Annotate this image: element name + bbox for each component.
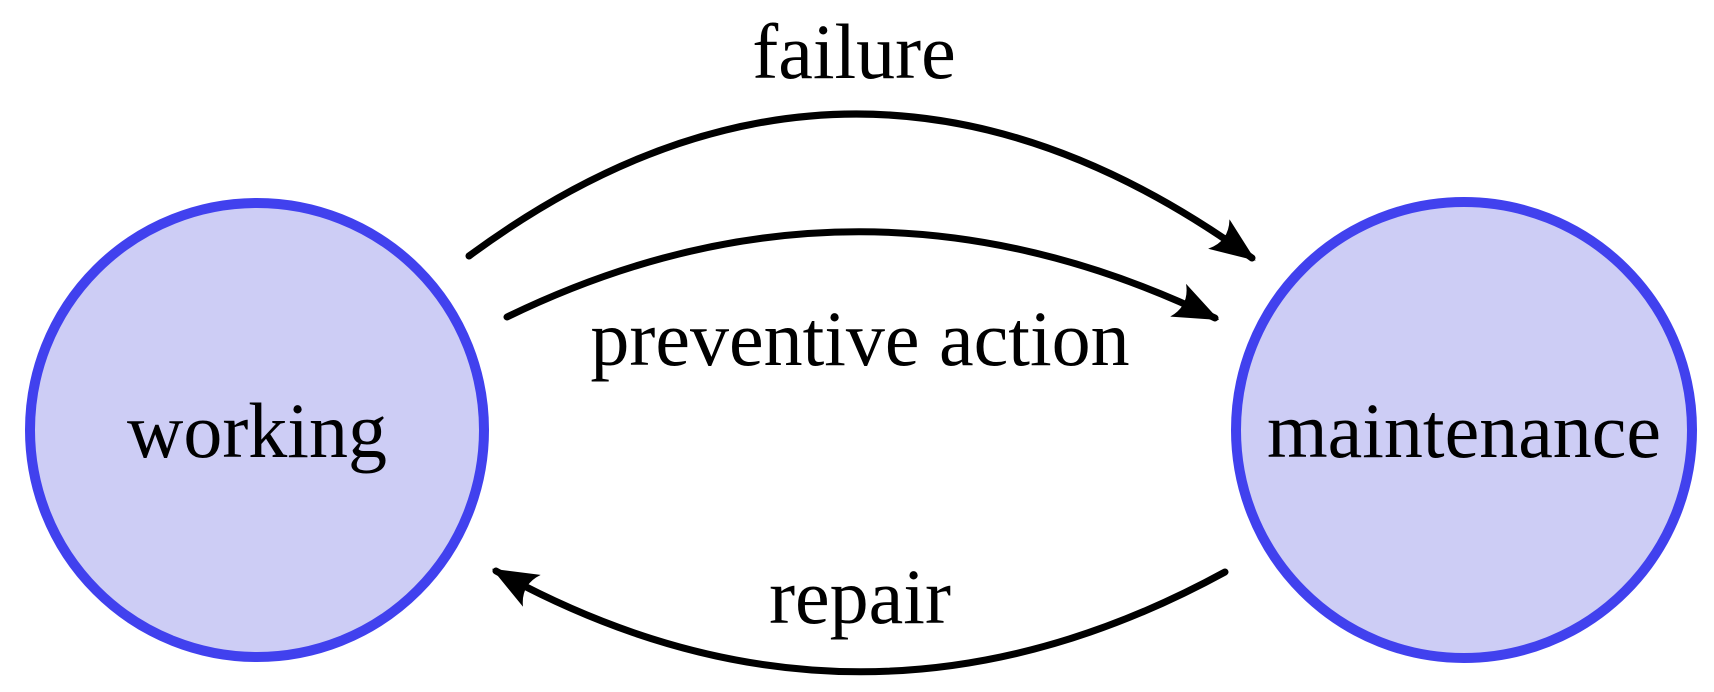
transition-label-preventive-action: preventive action (590, 295, 1129, 382)
transition-edge-repair (492, 567, 1229, 676)
edges-layer (465, 110, 1256, 676)
nodes-layer (25, 197, 1697, 663)
transition-edge-failure (465, 110, 1256, 262)
labels-layer: failure preventive action repair working mai… (127, 8, 1661, 640)
state-label-working: working (127, 387, 387, 474)
transition-label-repair: repair (769, 553, 951, 640)
state-node-working (25, 198, 489, 662)
transition-edge-preventive-action (503, 228, 1220, 322)
state-label-maintenance: maintenance (1267, 387, 1661, 474)
state-node-maintenance (1231, 197, 1697, 663)
transition-label-failure: failure (752, 8, 956, 95)
